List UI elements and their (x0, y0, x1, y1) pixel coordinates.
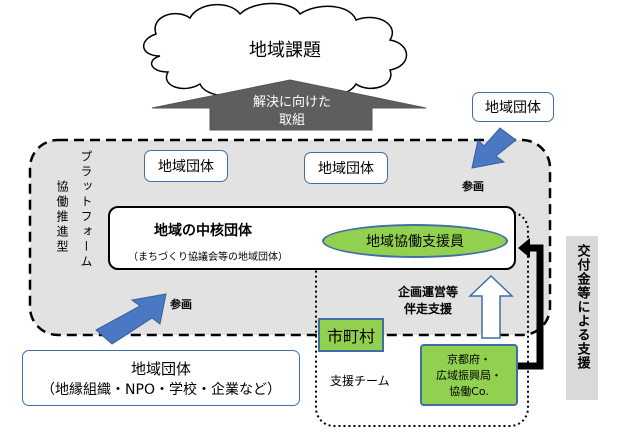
org-box-center: 地域団体 (304, 152, 388, 184)
participation-label-top: 参画 (462, 180, 484, 193)
coordinator-ellipse: 地域協働支援員 (322, 224, 508, 258)
org-box-left: 地域団体 (144, 150, 228, 182)
prefecture-line3: 協働Co. (449, 385, 489, 398)
hollow-up-arrow (468, 274, 514, 339)
org-box-top-right: 地域団体 (472, 92, 554, 122)
grant-box: 交付金等による支援 (566, 236, 598, 400)
core-group-title: 地域の中核団体 (154, 223, 252, 239)
blue-arrow-bottom-left (95, 293, 167, 345)
big-arrow-label-line2: 取組 (278, 113, 305, 128)
grant-label: 交付金等による支援 (574, 244, 590, 370)
city-box: 市町村 (318, 318, 384, 352)
org-box-bottom: 地域団体 （地縁組織・NPO・学校・企業など） (22, 350, 300, 406)
bottom-org-line2: （地縁組織・NPO・学校・企業など） (41, 381, 281, 398)
bottom-org-line1: 地域団体 (130, 359, 191, 378)
cloud-shape (143, 2, 408, 98)
prefecture-line1: 京都府・ (447, 353, 491, 366)
big-arrow-label-line1: 解決に向けた (252, 95, 331, 110)
platform-title-col2: 協働推進型 (55, 180, 69, 255)
planning-support-line1: 企画運営等 (397, 285, 458, 299)
black-bent-arrow (518, 244, 544, 370)
participation-label-bottom: 参画 (170, 298, 192, 311)
platform-title-col1: プラットフォーム (79, 150, 93, 270)
big-arrow-label: 解決に向けた 取組 (232, 94, 352, 130)
big-up-arrow (151, 79, 427, 131)
prefecture-line2: 広域振興局・ (436, 369, 502, 382)
cloud-label: 地域課題 (249, 40, 321, 61)
blue-arrow-top-right (471, 127, 517, 169)
support-team-label: 支援チーム (330, 374, 390, 388)
core-group-subtitle: （まちづくり協議会等の地域団体） (128, 252, 288, 263)
prefecture-box: 京都府・ 広域振興局・ 協働Co. (420, 344, 518, 406)
planning-support-line2: 伴走支援 (403, 302, 452, 316)
planning-support-label: 企画運営等 伴走支援 (380, 284, 476, 318)
black-arrow-head (518, 238, 530, 258)
